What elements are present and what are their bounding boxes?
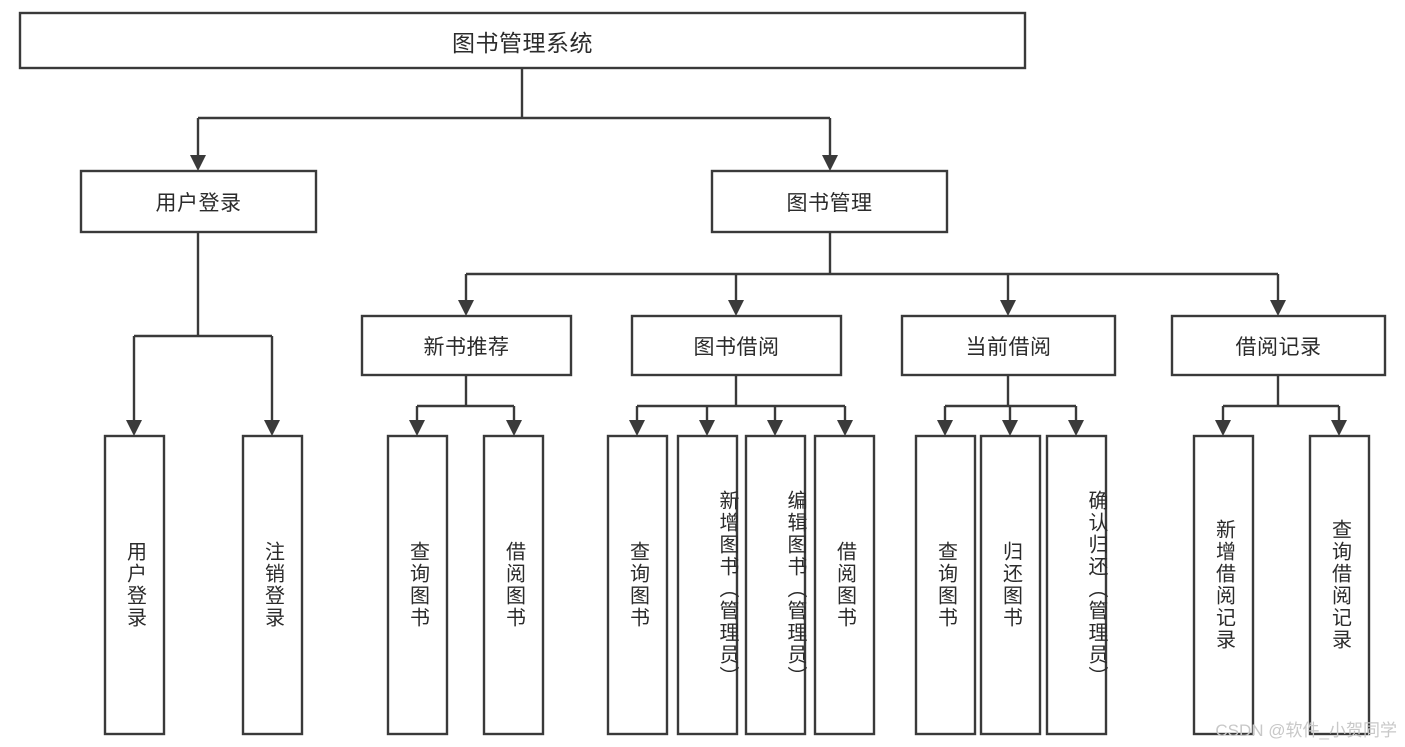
arrow-head-borrow-record [1270, 300, 1286, 316]
arrow-head-book-borrow [728, 300, 744, 316]
arrow-head-leaf-new-book-0 [409, 420, 425, 436]
arrow-head-leaf-new-book-1 [506, 420, 522, 436]
node-box-new-book-recommend[interactable] [360, 314, 573, 377]
leaf-box-book-borrow-3[interactable] [813, 434, 876, 736]
leaf-box-book-borrow-2[interactable] [744, 434, 807, 736]
node-box-borrow-record[interactable] [1170, 314, 1387, 377]
leaf-box-current-borrow-0[interactable] [914, 434, 977, 736]
leaf-box-current-borrow-2[interactable] [1045, 434, 1108, 736]
leaf-box-book-borrow-0[interactable] [606, 434, 669, 736]
leaf-box-current-borrow-1[interactable] [979, 434, 1042, 736]
arrow-head-leaf-current-borrow-1 [1002, 420, 1018, 436]
node-box-current-borrow[interactable] [900, 314, 1117, 377]
arrow-head-book-management [822, 155, 838, 171]
node-box-root[interactable] [18, 11, 1027, 70]
node-box-book-borrow[interactable] [630, 314, 843, 377]
connector-book-borrow-to-leaves [629, 375, 853, 436]
arrow-head-leaf-current-borrow-2 [1068, 420, 1084, 436]
arrow-head-leaf-user-login-1 [264, 420, 280, 436]
arrow-head-leaf-current-borrow-0 [937, 420, 953, 436]
arrow-head-leaf-borrow-record-0 [1215, 420, 1231, 436]
arrow-head-leaf-book-borrow-2 [767, 420, 783, 436]
arrow-head-leaf-book-borrow-1 [699, 420, 715, 436]
leaf-box-borrow-record-1[interactable] [1308, 434, 1371, 736]
connector-user-login-to-leaves [126, 232, 280, 436]
node-box-user-login[interactable] [79, 169, 318, 234]
node-box-book-management[interactable] [710, 169, 949, 234]
connector-book-management-to-level3 [458, 232, 1286, 316]
connector-root-to-level2 [190, 68, 838, 171]
arrow-head-leaf-book-borrow-0 [629, 420, 645, 436]
connector-borrow-record-to-leaves [1215, 375, 1347, 436]
arrow-head-current-borrow [1000, 300, 1016, 316]
arrow-head-leaf-user-login-0 [126, 420, 142, 436]
leaf-box-user-login-0[interactable] [103, 434, 166, 736]
arrow-head-new-book-recommend [458, 300, 474, 316]
arrow-head-leaf-book-borrow-3 [837, 420, 853, 436]
leaf-box-new-book-0[interactable] [386, 434, 449, 736]
connector-new-book-to-leaves [409, 375, 522, 436]
arrow-head-user-login [190, 155, 206, 171]
leaf-box-borrow-record-0[interactable] [1192, 434, 1255, 736]
leaf-box-book-borrow-1[interactable] [676, 434, 739, 736]
leaf-box-new-book-1[interactable] [482, 434, 545, 736]
leaf-box-user-login-1[interactable] [241, 434, 304, 736]
connector-current-borrow-to-leaves [937, 375, 1084, 436]
arrow-head-leaf-borrow-record-1 [1331, 420, 1347, 436]
